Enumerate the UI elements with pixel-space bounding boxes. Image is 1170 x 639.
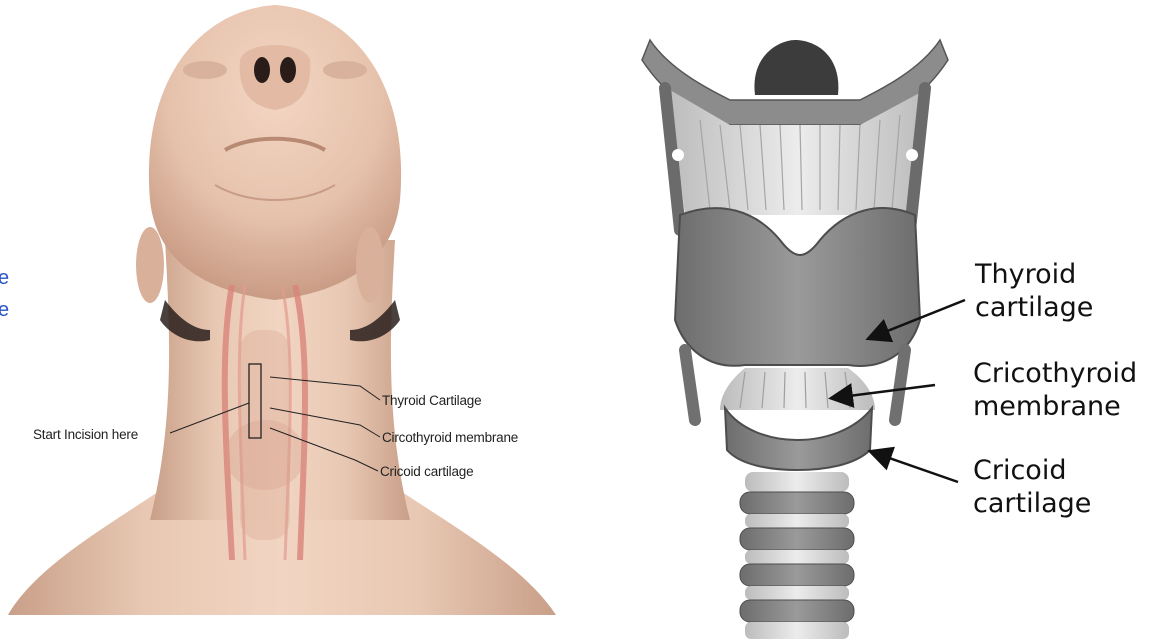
- cropped-text-fragment-2: e: [0, 300, 9, 320]
- label-cricothyroid-membrane: Circothyroid membrane: [382, 430, 518, 445]
- larynx-diagram: Thyroid cartilage Cricothyroid membrane …: [580, 0, 1170, 639]
- arrow-cricoid: [872, 452, 958, 482]
- label-thyroid-cartilage-line2: cartilage: [975, 291, 1093, 324]
- label-cricothyroid-membrane-line2: membrane: [973, 390, 1121, 423]
- label-thyroid-cartilage: Thyroid Cartilage: [382, 393, 481, 408]
- thyroid-cartilage: [675, 208, 920, 366]
- label-thyroid-cartilage-line1: Thyroid: [975, 258, 1076, 291]
- head-neck-diagram: e e Start Incision here Thyroid Cartilag…: [0, 0, 580, 639]
- right-ear: [356, 227, 384, 303]
- cricoid-cartilage: [725, 408, 872, 470]
- label-cricoid-cartilage-line1: Cricoid: [973, 454, 1066, 487]
- head-neck-illustration: [0, 0, 580, 639]
- label-cricoid-cartilage: Cricoid cartilage: [380, 464, 473, 479]
- epiglottis: [754, 40, 838, 95]
- cropped-text-fragment-1: e: [0, 268, 9, 288]
- label-cricothyroid-membrane-line1: Cricothyroid: [973, 357, 1137, 390]
- label-cricoid-cartilage-line2: cartilage: [973, 487, 1091, 520]
- cricothyroid-membrane: [720, 368, 875, 410]
- left-ear: [136, 227, 164, 303]
- label-start-incision: Start Incision here: [33, 427, 138, 442]
- trachea-rings: [740, 472, 854, 639]
